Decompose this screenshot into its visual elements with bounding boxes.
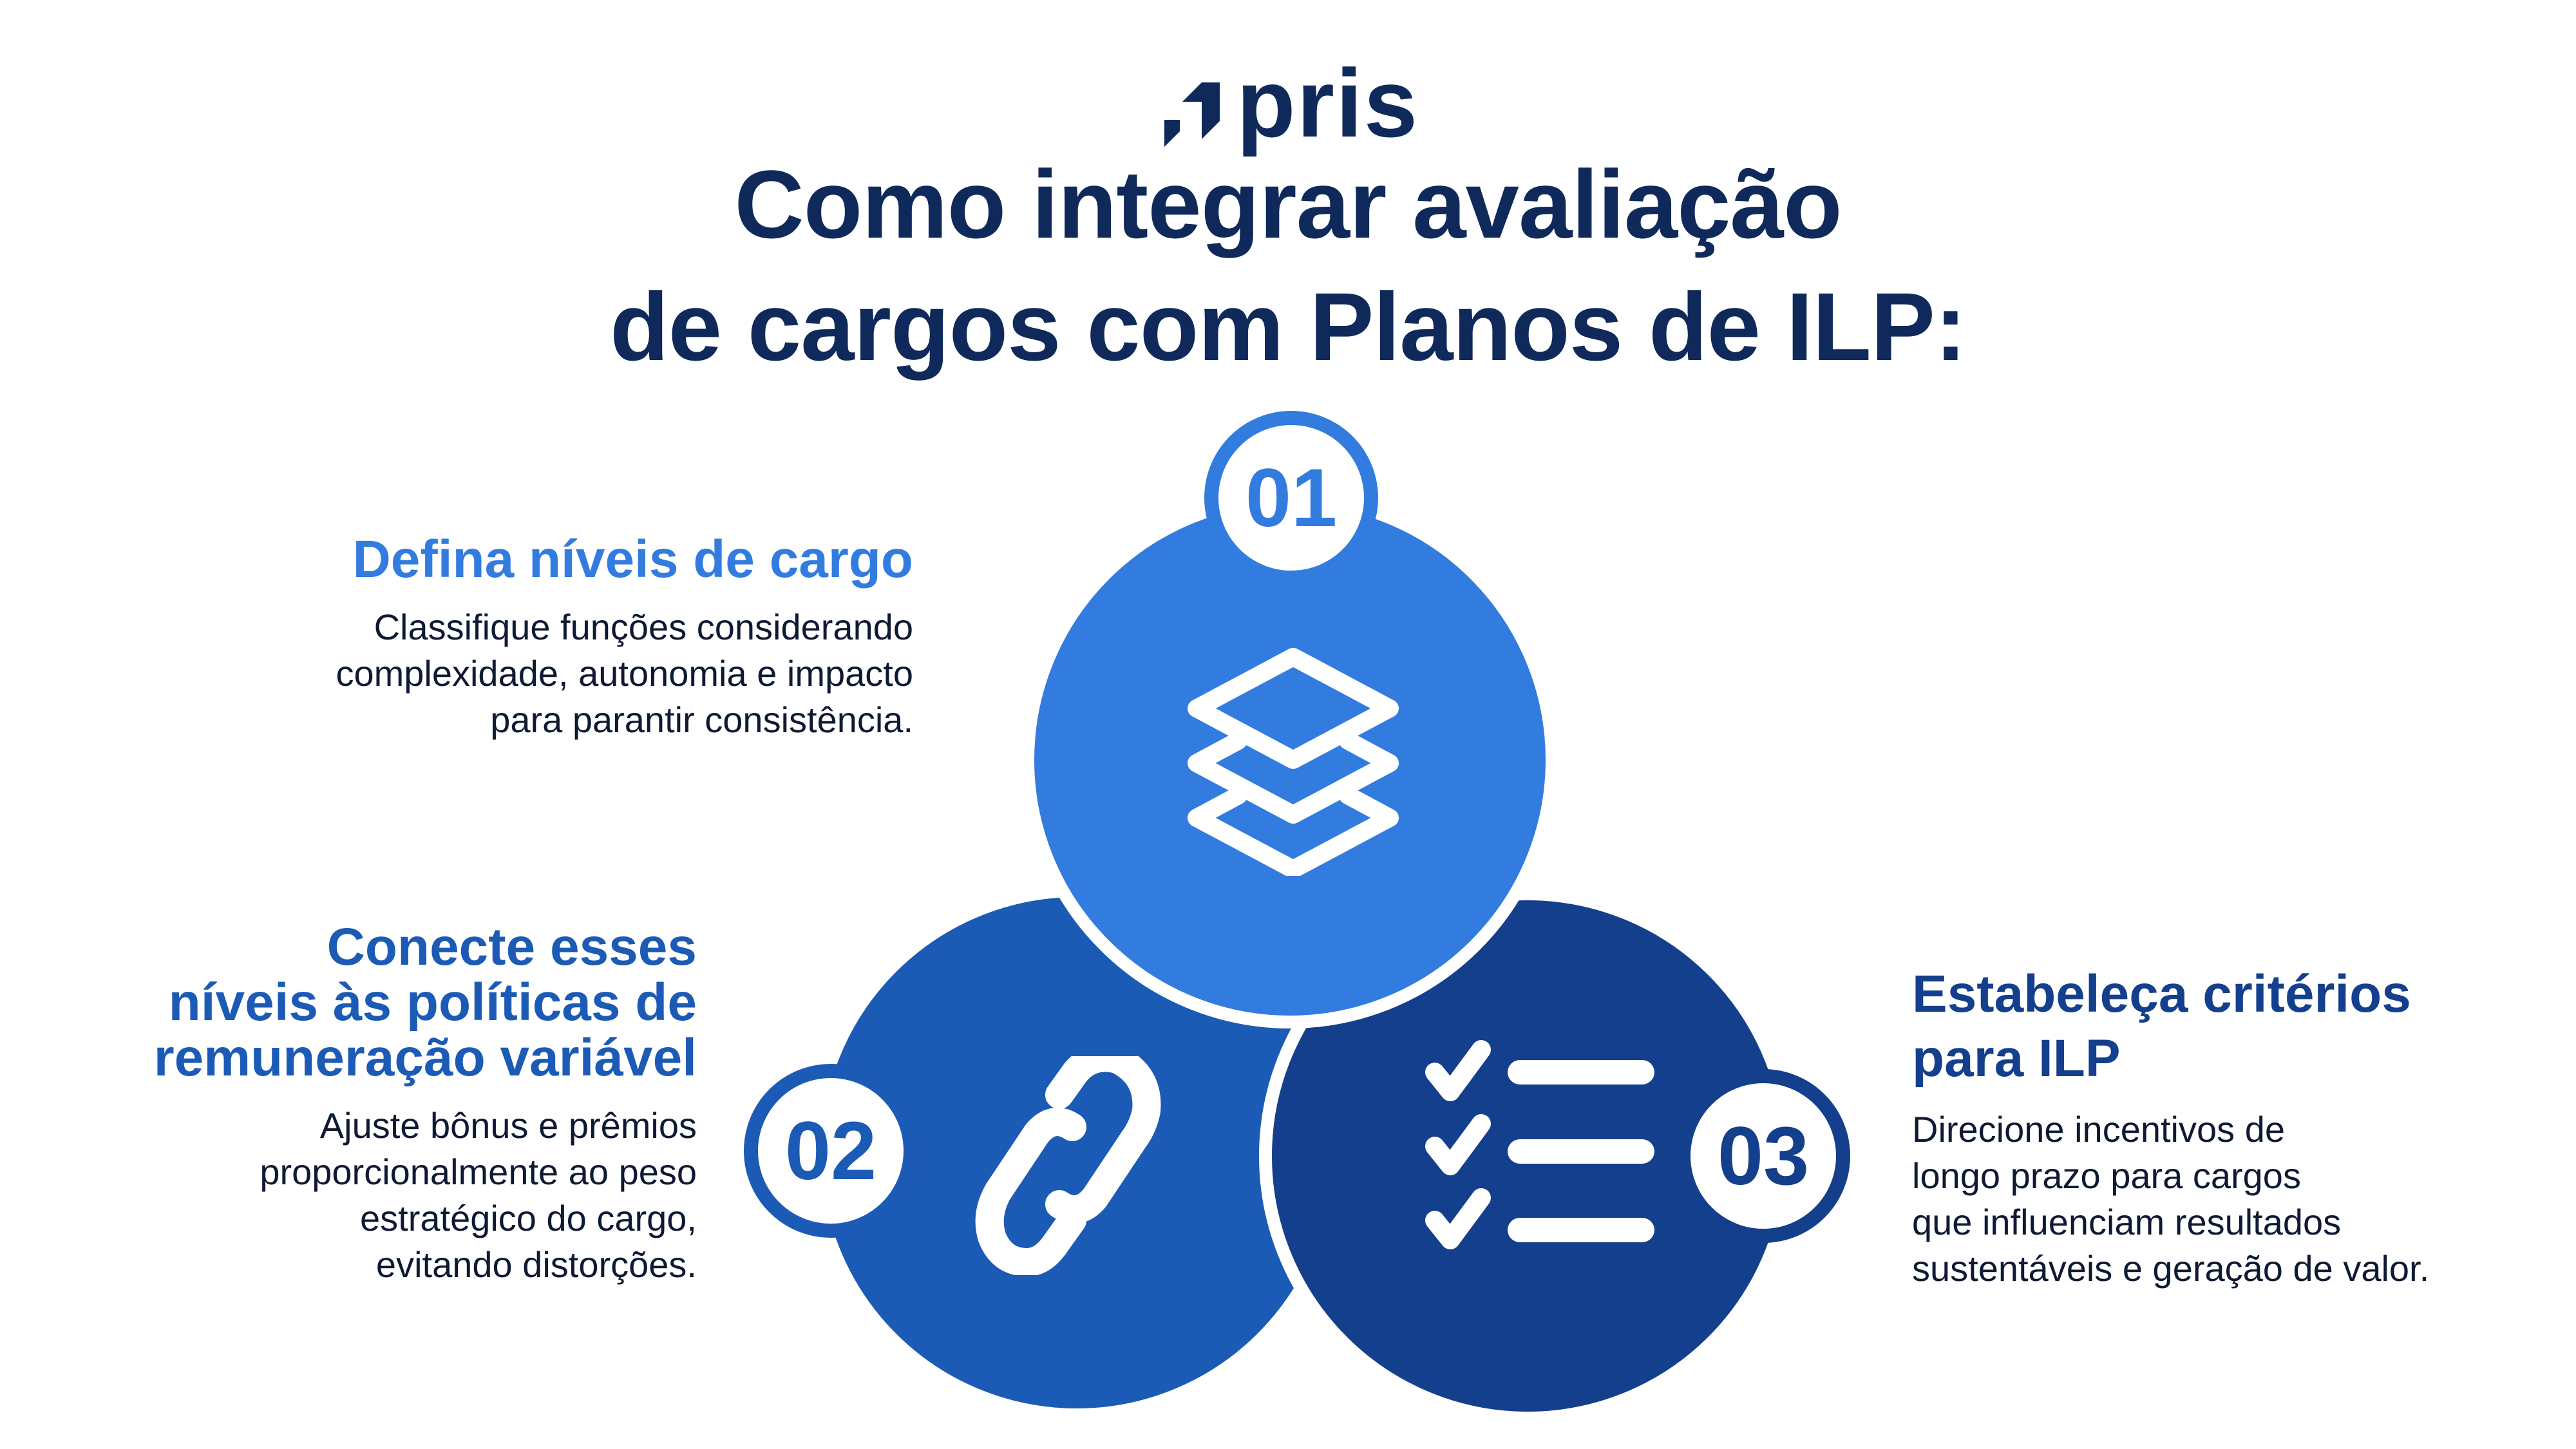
step-3-body-line: Direcione incentivos de bbox=[1912, 1109, 2285, 1150]
step-2-body-line: estratégico do cargo, bbox=[360, 1198, 697, 1238]
step-3-heading-line: para ILP bbox=[1912, 1029, 2121, 1088]
link-icon bbox=[963, 1056, 1169, 1275]
step-2-body-line: evitando distorções. bbox=[375, 1244, 697, 1285]
page-title-line-2: de cargos com Planos de ILP: bbox=[610, 272, 1967, 381]
step-1-body-line: para parantir consistência. bbox=[490, 699, 913, 740]
checklist-icon bbox=[1423, 1037, 1655, 1262]
pris-logo: pris bbox=[1164, 49, 1422, 157]
step-2-body-line: proporcionalmente ao peso bbox=[260, 1151, 697, 1192]
step-2-body: Ajuste bônus e prêmios proporcionalmente… bbox=[0, 1103, 697, 1288]
step-2-number: 02 bbox=[784, 1104, 877, 1197]
logo-wordmark: pris bbox=[1236, 49, 1419, 157]
step-1-badge: 01 bbox=[1204, 411, 1378, 585]
step-3-text: Estabeleça critérios para ILP Direcione … bbox=[1912, 962, 2556, 1292]
step-1-heading: Defina níveis de cargo bbox=[352, 530, 913, 589]
layers-icon bbox=[1177, 644, 1409, 876]
step-3-heading: Estabeleça critérios para ILP bbox=[1912, 962, 2556, 1091]
step-3-body: Direcione incentivos de longo prazo para… bbox=[1912, 1106, 2556, 1292]
step-2-heading-line: níveis às políticas de bbox=[168, 973, 697, 1032]
step-3-badge: 03 bbox=[1676, 1069, 1850, 1243]
step-3-number: 03 bbox=[1717, 1110, 1810, 1202]
step-2-heading-line: remuneração variável bbox=[153, 1028, 697, 1087]
step-2-text: Conecte esses níveis às políticas de rem… bbox=[0, 920, 697, 1288]
step-1-body-line: complexidade, autonomia e impacto bbox=[336, 653, 913, 694]
step-2-heading: Conecte esses níveis às políticas de rem… bbox=[0, 920, 697, 1086]
step-3-body-line: sustentáveis e geração de valor. bbox=[1912, 1248, 2430, 1289]
step-3-heading-line: Estabeleça critérios bbox=[1912, 965, 2411, 1023]
step-3-body-line: que influenciam resultados bbox=[1912, 1202, 2342, 1242]
step-2-body-line: Ajuste bônus e prêmios bbox=[319, 1105, 697, 1146]
step-1-number: 01 bbox=[1245, 451, 1338, 544]
step-1-body: Classifique funções considerando complex… bbox=[140, 604, 913, 743]
pris-logo-mark-icon bbox=[1164, 82, 1220, 147]
step-1-text: Defina níveis de cargo Classifique funçõ… bbox=[140, 532, 913, 743]
step-2-heading-line: Conecte esses bbox=[327, 918, 697, 976]
step-2-badge: 02 bbox=[744, 1064, 918, 1238]
step-3-body-line: longo prazo para cargos bbox=[1912, 1155, 2301, 1196]
page-title-line-1: Como integrar avaliação bbox=[734, 150, 1842, 258]
step-1-body-line: Classifique funções considerando bbox=[374, 607, 913, 647]
